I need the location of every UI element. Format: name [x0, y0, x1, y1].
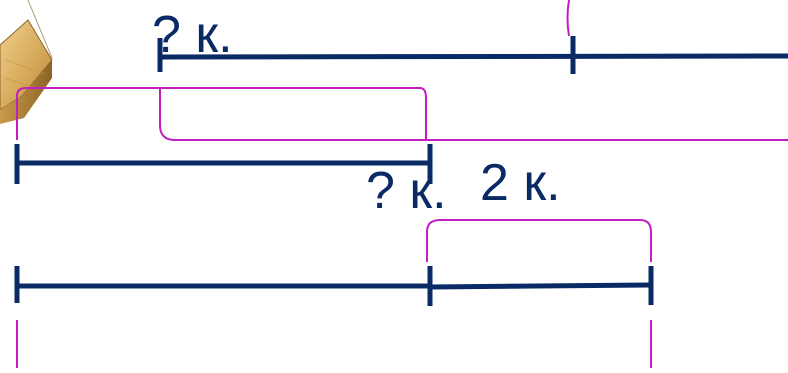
- bottom-upper-brace: [426, 219, 652, 262]
- top-lower-brace: [159, 88, 788, 141]
- bottom-segment: [14, 266, 654, 306]
- middle-known-label: 2 к.: [480, 154, 561, 212]
- middle-upper-brace: [16, 87, 427, 140]
- top-right-brace: [566, 0, 570, 37]
- middle-unknown-label: ? к.: [366, 162, 447, 220]
- wood-block-icon: [0, 0, 53, 124]
- top-segment: [157, 36, 788, 74]
- top-unknown-label: ? к.: [152, 6, 233, 64]
- middle-segment: [14, 144, 433, 184]
- bottom-lower-brace: [16, 320, 652, 368]
